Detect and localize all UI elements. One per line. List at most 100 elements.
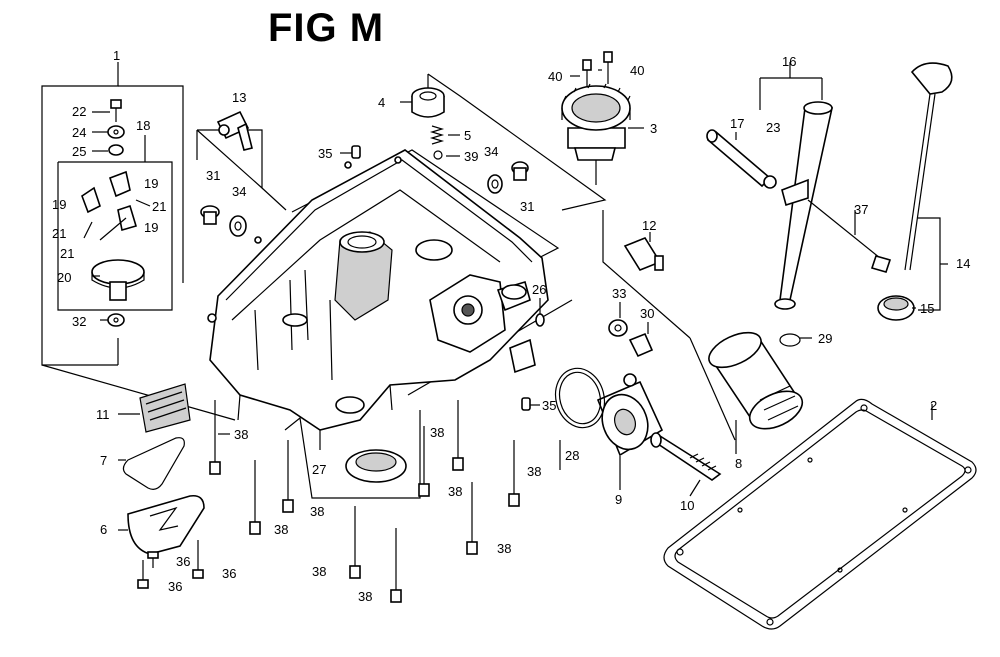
callout-9: 9 <box>615 492 622 507</box>
oil-filter-base-9 <box>596 373 664 457</box>
callout-39: 39 <box>464 149 478 164</box>
callout-38e: 38 <box>358 589 372 604</box>
dipstick-14 <box>904 62 953 271</box>
group-frame-1 <box>41 62 236 421</box>
callout-7: 7 <box>100 453 107 468</box>
drain-plug-30 <box>628 332 654 358</box>
callout-36a: 36 <box>176 554 190 569</box>
callout-20: 20 <box>57 270 71 285</box>
plug-31a <box>200 205 220 225</box>
bolt-37 <box>807 199 892 273</box>
breather-cover-6 <box>127 494 205 555</box>
callout-29: 29 <box>818 331 832 346</box>
callout-30: 30 <box>640 306 654 321</box>
callout-38f: 38 <box>430 425 444 440</box>
governor-weights-19 <box>81 170 151 241</box>
callout-36c: 36 <box>168 579 182 594</box>
callout-14: 14 <box>956 256 970 271</box>
washer-34a <box>229 215 247 237</box>
callout-6: 6 <box>100 522 107 537</box>
callout-12: 12 <box>642 218 656 233</box>
o-ring-39 <box>433 150 443 160</box>
callout-38b: 38 <box>274 522 288 537</box>
gasket-2 <box>663 398 977 630</box>
callout-31b: 31 <box>520 199 534 214</box>
callout-33: 33 <box>612 286 626 301</box>
callout-2: 2 <box>930 398 937 413</box>
oil-pump-3 <box>561 83 631 185</box>
bolt-36a <box>147 551 159 568</box>
callout-34a: 34 <box>232 184 246 199</box>
callout-28: 28 <box>565 448 579 463</box>
callout-38d: 38 <box>312 564 326 579</box>
crankcase-cover <box>207 149 549 450</box>
oil-filter-nipple-10 <box>650 432 722 481</box>
callout-25: 25 <box>72 144 86 159</box>
callout-34b: 34 <box>484 144 498 159</box>
governor-gear-20 <box>91 259 145 301</box>
callout-21a: 21 <box>152 199 166 214</box>
group-frame-8 <box>602 210 736 441</box>
callout-17: 17 <box>730 116 744 131</box>
tube-17 <box>706 129 772 188</box>
washer-24 <box>107 125 125 139</box>
breather-tube-13 <box>216 110 253 151</box>
washer-34b <box>487 174 503 194</box>
figure-title: FIG M <box>268 6 385 50</box>
callout-15: 15 <box>920 301 934 316</box>
dowel-pin-35a <box>351 145 361 159</box>
callout-26: 26 <box>532 282 546 297</box>
bolts-38 <box>209 400 520 603</box>
callout-38a: 38 <box>234 427 248 442</box>
bolt-22 <box>110 99 122 122</box>
callout-13: 13 <box>232 90 246 105</box>
oil-seal-27 <box>345 449 407 483</box>
callout-31a: 31 <box>206 168 220 183</box>
callout-35a: 35 <box>318 146 332 161</box>
plug-31b <box>511 161 529 181</box>
oil-filler-tube-16 <box>774 101 833 310</box>
callout-38g: 38 <box>448 484 462 499</box>
callout-32: 32 <box>72 314 86 329</box>
oil-filter-8 <box>708 331 804 430</box>
collar-4 <box>411 87 445 118</box>
callout-22: 22 <box>72 104 86 119</box>
group-frame-14 <box>918 217 948 311</box>
callout-38c: 38 <box>310 504 324 519</box>
washer-33 <box>608 319 628 337</box>
callout-10: 10 <box>680 498 694 513</box>
callout-21c: 21 <box>60 246 74 261</box>
bolt-40a <box>582 59 592 86</box>
callout-18: 18 <box>136 118 150 133</box>
bolt-36b <box>192 540 204 579</box>
callout-40a: 40 <box>548 69 562 84</box>
callout-labels: 1 2 3 4 5 6 7 8 9 10 11 12 13 14 15 16 1… <box>52 48 970 604</box>
callout-40b: 40 <box>630 63 644 78</box>
o-ring-28 <box>554 367 606 429</box>
group-frame-18 <box>57 135 173 311</box>
pin-26 <box>535 313 545 327</box>
callout-16: 16 <box>782 54 796 69</box>
washer-32 <box>107 313 125 327</box>
callout-21b: 21 <box>52 226 66 241</box>
callout-19c: 19 <box>144 220 158 235</box>
bolt-40b <box>603 51 613 84</box>
fitting-12 <box>623 237 664 271</box>
dowel-pin-35b <box>521 397 531 411</box>
spring-5 <box>429 125 445 145</box>
callout-38h: 38 <box>497 541 511 556</box>
clip-25 <box>108 144 124 156</box>
bolt-36c <box>137 560 149 589</box>
callout-38i: 38 <box>527 464 541 479</box>
callout-27: 27 <box>312 462 326 477</box>
callout-1: 1 <box>113 48 120 63</box>
callout-3: 3 <box>650 121 657 136</box>
collar-23 <box>763 175 777 189</box>
callout-11: 11 <box>96 407 110 422</box>
callout-8: 8 <box>735 456 742 471</box>
breather-element-11 <box>139 383 191 433</box>
o-ring-29 <box>779 333 801 347</box>
grommet-15 <box>877 295 915 321</box>
